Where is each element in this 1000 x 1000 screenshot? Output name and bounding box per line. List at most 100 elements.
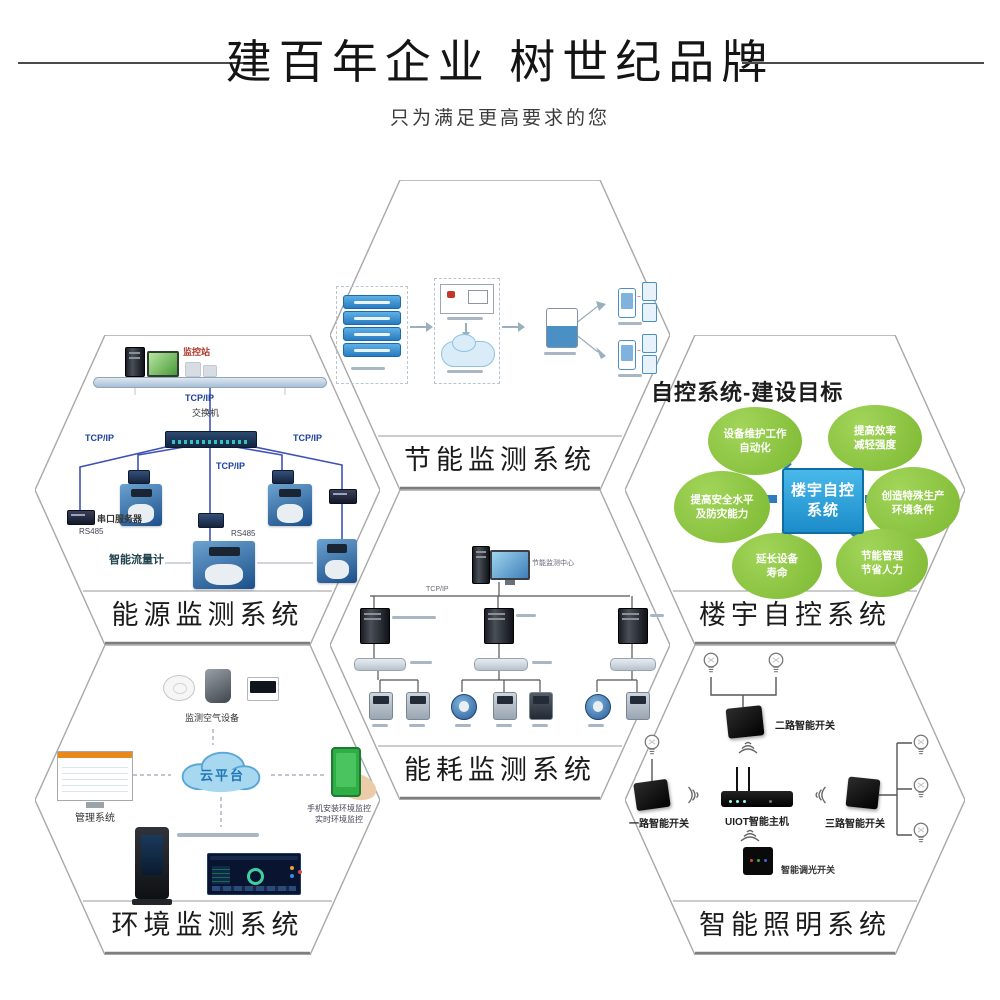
air-sensor-icon — [205, 669, 231, 703]
bulb-icon — [912, 776, 930, 803]
illegible-text — [351, 367, 385, 370]
goal-text: 提高效率 — [854, 425, 896, 437]
device-box — [468, 290, 488, 304]
tablet-icon — [642, 334, 657, 353]
illegible-text — [618, 322, 642, 325]
flow-meter-image — [120, 484, 162, 526]
illegible-text — [354, 332, 390, 336]
serial-server-icon — [67, 510, 95, 525]
goals-title: 自控系统-建设目标 — [651, 380, 844, 405]
converter-icon — [128, 470, 150, 484]
goal-bubble: 提高效率减轻强度 — [828, 405, 922, 471]
bulb-icon — [912, 733, 930, 760]
hexagon-energy-saving: 节能监测系统 — [330, 180, 670, 490]
dashboard-screen-icon — [207, 853, 301, 895]
management-screen-icon — [57, 751, 133, 808]
illegible-text — [410, 661, 432, 664]
goal-bubble: 设备维护工作自动化 — [708, 407, 802, 475]
screen-rows — [62, 762, 128, 796]
bulb-icon — [912, 821, 930, 848]
dashboard-rows — [212, 866, 230, 884]
air-devices-label: 监测空气设备 — [185, 713, 240, 723]
illegible-text — [532, 661, 552, 664]
cloud-icon — [441, 334, 495, 367]
hexagon-label: 能耗监测系统 — [404, 755, 596, 785]
function-button — [343, 343, 401, 357]
air-sensor-disc-icon — [163, 675, 195, 701]
goal-text: 自动化 — [739, 442, 771, 454]
phone-icon — [618, 288, 636, 318]
bulb-icon — [767, 651, 785, 678]
tcpip-label: TCP/IP — [293, 433, 323, 443]
hexagon-outline — [330, 180, 670, 490]
collector-server-icon — [484, 608, 514, 644]
hexagon-consumption-monitor: 节能监测中心 TCP/IP 能耗监测系统 — [330, 490, 670, 800]
flow-meter-label: 智能流量计 — [109, 554, 164, 566]
meter-tree-wires — [370, 582, 638, 692]
goal-text: 及防灾能力 — [695, 508, 749, 520]
illegible-text — [392, 616, 436, 619]
flow-meter-image — [317, 539, 357, 583]
hexagon-label: 楼宇自控系统 — [699, 600, 891, 630]
title-rule-right — [742, 62, 984, 64]
network-bus — [93, 377, 327, 388]
wifi-icon — [735, 739, 761, 757]
phone-note-line2: 实时环境监控 — [315, 815, 363, 824]
goal-text: 提高安全水平 — [690, 494, 754, 506]
phone-screen — [621, 345, 633, 362]
goal-text: 设备维护工作 — [723, 428, 787, 440]
collector-server-icon — [618, 608, 648, 644]
data-collector-icon — [610, 658, 656, 671]
title-rule-left — [18, 62, 260, 64]
hexagon-building-automation: 自控系统-建设目标 设备维护工作自动化 提高效率减轻强度 提高安全水平及防灾能力… — [625, 335, 965, 645]
wifi-icon — [737, 827, 763, 845]
flow-arrow-down — [462, 323, 470, 338]
illegible-text — [372, 724, 388, 727]
monitor-icon — [490, 550, 530, 585]
page-title: 建百年企业 树世纪品牌 — [225, 37, 775, 88]
pc-tower-icon — [125, 347, 145, 377]
rs485-label: RS485 — [79, 527, 104, 536]
goal-text: 节省人力 — [861, 564, 903, 576]
hexagon-label: 智能照明系统 — [699, 910, 891, 940]
dashboard-footer — [212, 886, 296, 891]
two-way-switch-label: 二路智能开关 — [775, 721, 835, 732]
flow-meter-image — [193, 541, 255, 589]
monitor-center-label: 节能监测中心 — [532, 560, 574, 567]
meter-icon — [626, 692, 650, 720]
goal-bubble: 节能管理节省人力 — [836, 529, 928, 597]
dashboard-dots — [290, 866, 294, 870]
phone-note-line1: 手机安装环境监控 — [307, 804, 371, 813]
illegible-text — [618, 374, 642, 377]
wireless-link — [633, 296, 645, 297]
goal-text: 减轻强度 — [854, 439, 896, 451]
phone-icon — [618, 340, 636, 370]
hexagon-outline — [330, 490, 670, 800]
illegible-text — [354, 300, 390, 304]
bulb-icon — [702, 651, 720, 678]
hexagon-label: 环境监测系统 — [111, 910, 304, 940]
kiosk-screen — [141, 835, 163, 875]
tcpip-label: TCP/IP — [426, 586, 449, 593]
hexagon-smart-lighting: 二路智能开关 一路智能开关 UIOT智能主机 三路智能开关 智能调光开关 智能照… — [625, 645, 965, 955]
center-text: 楼宇自控 — [790, 482, 855, 499]
wireless-link — [633, 350, 645, 351]
flow-arrow-right — [410, 322, 433, 332]
local-system-illustration — [440, 284, 494, 314]
illegible-text — [354, 348, 390, 352]
flow-meter-image — [268, 484, 312, 526]
meter-icon — [493, 692, 517, 720]
goal-text: 寿命 — [766, 567, 788, 579]
one-way-switch-label: 一路智能开关 — [629, 819, 689, 830]
goal-bubble: 提高安全水平及防灾能力 — [674, 471, 770, 543]
faded-device-icon — [185, 362, 201, 377]
goal-text: 延长设备 — [756, 553, 798, 565]
tcpip-label: TCP/IP — [216, 461, 246, 471]
converter-icon — [198, 513, 224, 528]
hexagon-outline — [35, 335, 380, 645]
cloud-platform-icon — [181, 751, 261, 793]
illegible-text — [447, 370, 483, 373]
illegible-text — [455, 724, 471, 727]
lighting-wires — [651, 677, 912, 836]
goal-text: 创造特殊生产 — [881, 490, 945, 502]
